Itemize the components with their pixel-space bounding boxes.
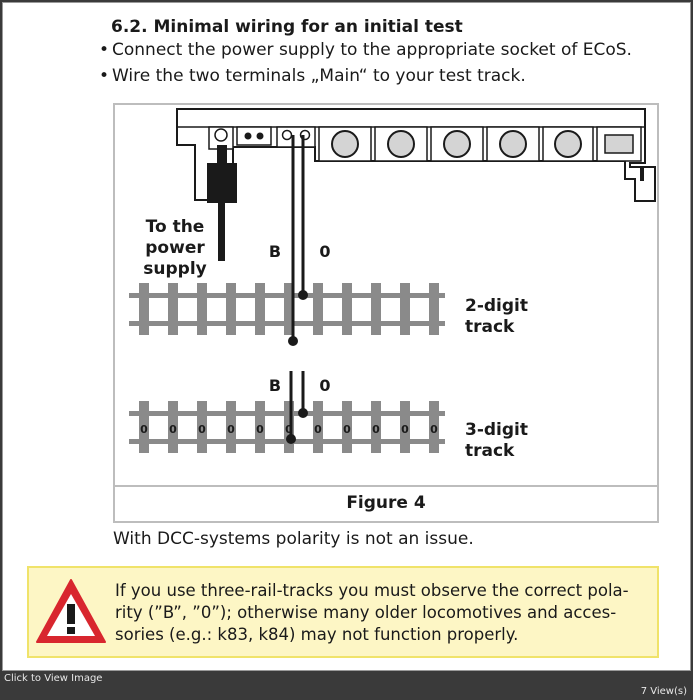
terminal-0-label: 0 <box>319 242 330 261</box>
bullet-item: •Wire the two terminals „Main“ to your t… <box>99 66 526 86</box>
warning-line: rity (”B”, ”0”); otherwise many older lo… <box>115 603 617 622</box>
polarity-note: With DCC-systems polarity is not an issu… <box>113 529 474 549</box>
figure-caption: Figure 4 <box>346 493 426 513</box>
track-sleeper <box>284 401 294 453</box>
center-rail-stud: 0 <box>140 423 148 436</box>
warning-line: sories (e.g.: k83, k84) may not function… <box>115 625 519 644</box>
bullet-text: Wire the two terminals „Main“ to your te… <box>112 66 526 86</box>
center-rail-stud: 0 <box>314 423 322 436</box>
track-sleeper <box>197 283 207 335</box>
track-sleeper <box>168 283 178 335</box>
warning-text: If you use three-rail-tracks you must ob… <box>115 580 645 646</box>
warning-triangle-icon <box>36 579 106 643</box>
track-sleeper <box>429 283 439 335</box>
power-plug <box>207 145 237 261</box>
power-label-line: To the <box>146 217 205 237</box>
center-rail-stud: 0 <box>372 423 380 436</box>
center-rail-stud: 0 <box>227 423 235 436</box>
power-label-line: supply <box>143 259 206 279</box>
programming-socket <box>236 126 272 146</box>
center-rail-stud: 0 <box>343 423 351 436</box>
track-sleeper <box>197 401 207 453</box>
track-sleeper <box>313 401 323 453</box>
track-sleeper <box>371 401 381 453</box>
two-digit-track-label: track <box>465 317 515 337</box>
three-digit-track: 0 0 0 0 0 0 0 0 0 0 0 <box>129 401 445 453</box>
bullet-item: •Connect the power supply to the appropr… <box>99 40 632 60</box>
track-sleeper <box>226 401 236 453</box>
page-frame: 6.2. Minimal wiring for an initial test … <box>2 2 691 671</box>
bullet-dot: • <box>99 40 110 60</box>
track-sleeper <box>371 283 381 335</box>
three-digit-track-label: 3-digit <box>465 420 528 440</box>
track-sleeper <box>139 401 149 453</box>
terminal-b-label: B <box>269 242 281 261</box>
warning-line: If you use three-rail-tracks you must ob… <box>115 581 629 600</box>
ecos-device <box>176 108 656 202</box>
track-sleeper <box>139 283 149 335</box>
track-sleeper <box>284 283 294 335</box>
track-sleeper <box>342 401 352 453</box>
track-sleeper <box>400 283 410 335</box>
track-sleeper <box>168 401 178 453</box>
center-rail-stud: 0 <box>285 423 293 436</box>
din-sockets <box>318 126 594 162</box>
three-digit-track-label: track <box>465 441 515 461</box>
bullet-text: Connect the power supply to the appropri… <box>112 40 632 60</box>
bullet-dot: • <box>99 66 110 86</box>
two-digit-track-label: 2-digit <box>465 296 528 316</box>
figure-caption-row: Figure 4 <box>115 485 657 521</box>
track-sleeper <box>226 283 236 335</box>
network-socket <box>596 126 642 162</box>
power-label-line: power <box>145 238 205 258</box>
figure-4: To the power supply B 0 2-digit track B <box>113 103 659 523</box>
center-rail-stud: 0 <box>401 423 409 436</box>
wire-contact-dot <box>298 408 308 418</box>
two-digit-track <box>129 283 445 335</box>
wiring-diagram: To the power supply B 0 2-digit track B <box>129 108 656 461</box>
center-rail-stud: 0 <box>430 423 438 436</box>
click-to-view-link[interactable]: Click to View Image <box>4 673 103 684</box>
power-socket <box>208 126 234 150</box>
section-heading: 6.2. Minimal wiring for an initial test <box>111 17 463 37</box>
main-track-terminal <box>276 126 316 148</box>
track-sleeper <box>342 283 352 335</box>
wire-contact-dot <box>286 434 296 444</box>
main-wires <box>288 135 308 346</box>
wire-contact-dot <box>288 336 298 346</box>
track-sleeper <box>313 283 323 335</box>
terminal-b-label: B <box>269 376 281 395</box>
track-sleeper <box>255 401 265 453</box>
center-rail-stud: 0 <box>198 423 206 436</box>
track-sleeper <box>400 401 410 453</box>
terminal-0-label: 0 <box>319 376 330 395</box>
track-sleeper <box>255 283 265 335</box>
wire-contact-dot <box>298 290 308 300</box>
device-latch <box>640 167 644 181</box>
view-count: 7 View(s) <box>640 686 687 697</box>
warning-box: If you use three-rail-tracks you must ob… <box>27 566 659 658</box>
three-rail-wires <box>286 371 308 444</box>
center-rail-stud: 0 <box>169 423 177 436</box>
center-rail-stud: 0 <box>256 423 264 436</box>
track-sleeper <box>429 401 439 453</box>
